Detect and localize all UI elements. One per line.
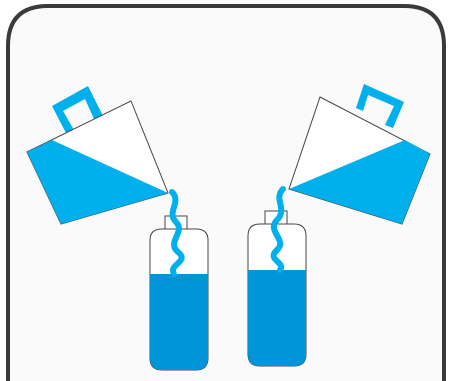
right-bottle-water (248, 270, 306, 366)
left-bottle-icon (150, 216, 208, 370)
left-bottle-water (150, 274, 208, 370)
